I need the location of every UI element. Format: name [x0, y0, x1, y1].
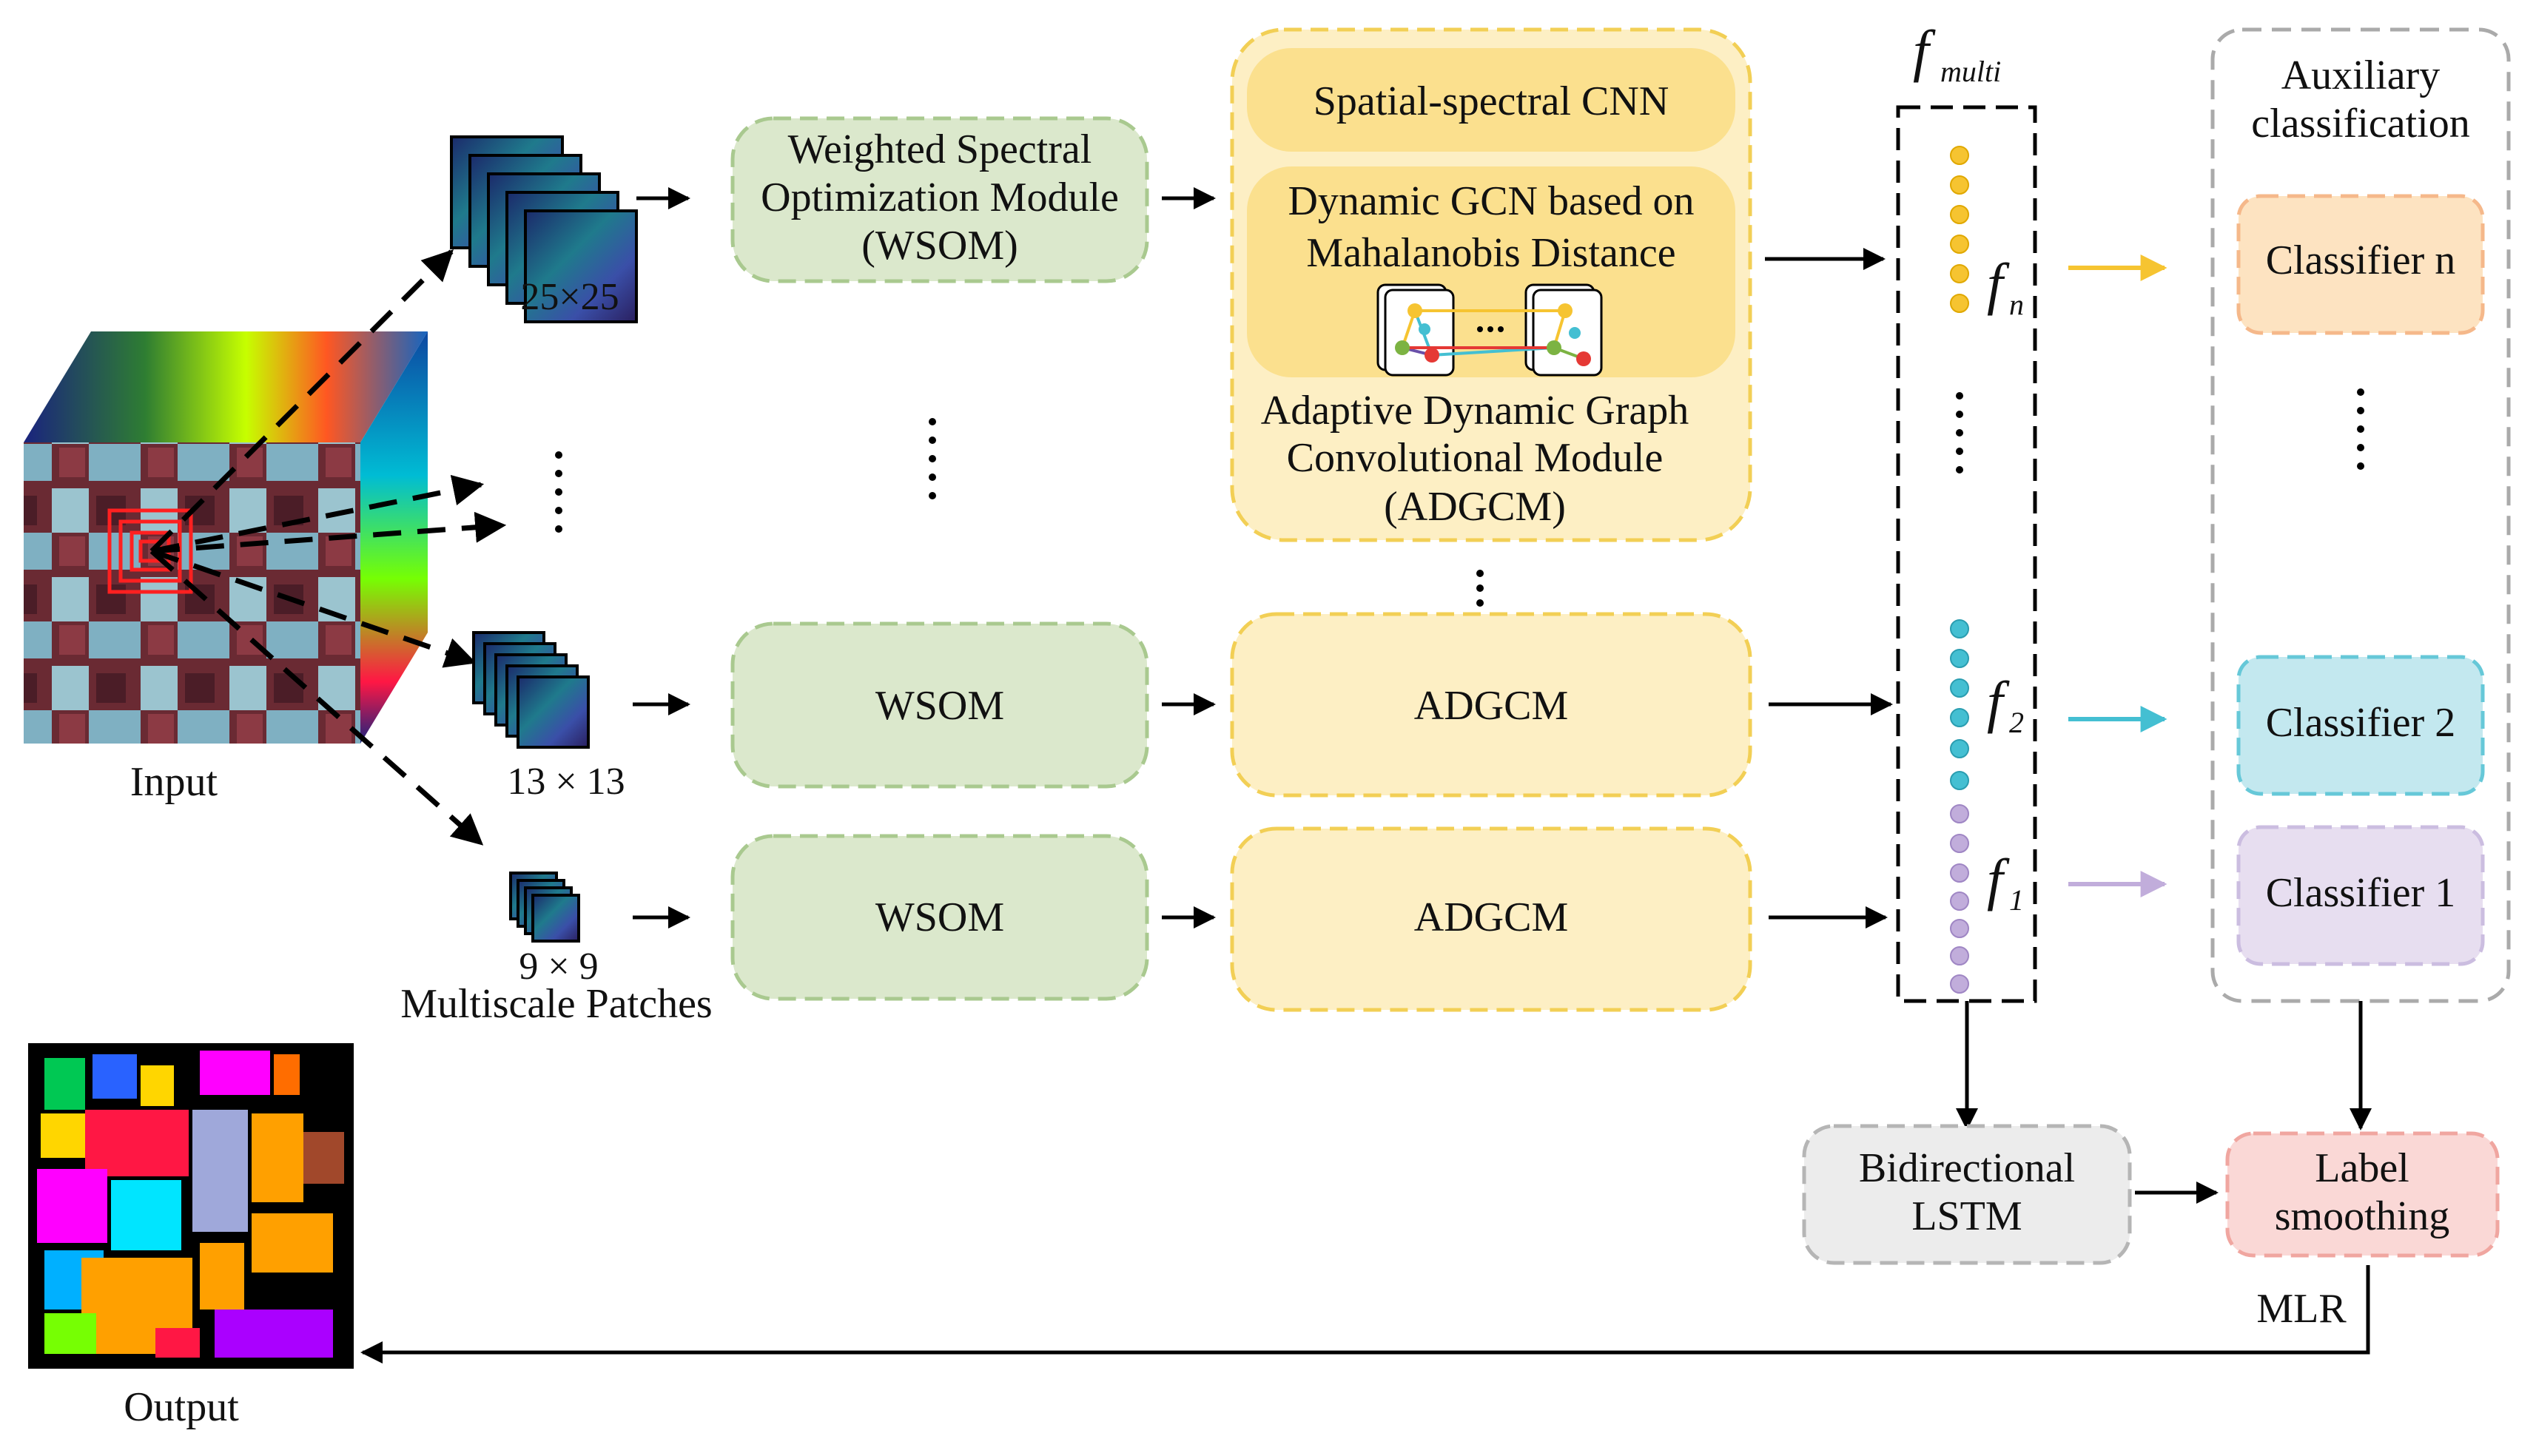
adgcm-box-mid [1230, 612, 1752, 798]
adgcm-line-2: Convolutional Module [1287, 435, 1664, 481]
wsom-full-box [730, 116, 1149, 283]
input-label: Input [130, 759, 218, 805]
wsom-box-small [730, 834, 1149, 1001]
patch-size-small-label: 9 × 9 [519, 946, 598, 988]
fn-sub: n [2009, 288, 2024, 321]
classifier-2-label: Classifier 2 [2266, 700, 2456, 746]
adgcm-mid-label: ADGCM [1414, 683, 1568, 729]
adgcm-line-3: (ADGCM) [1384, 484, 1566, 530]
wsom-line-1: Weighted Spectral [788, 127, 1092, 172]
spatial-spectral-cnn-box [1247, 48, 1735, 152]
patch-stack-13 [472, 631, 590, 749]
smoothing-line-1: Label [2315, 1145, 2409, 1191]
fn-feature-dots [1950, 146, 1969, 313]
patches-ellipsis-icon [555, 451, 562, 533]
adgcm-box-small [1230, 826, 1752, 1012]
auxiliary-title-2: classification [2251, 101, 2469, 146]
adgcm-small-label: ADGCM [1414, 894, 1568, 940]
classifier-1-box [2236, 825, 2485, 966]
patch-stack-25 [450, 135, 638, 323]
patch-size-large-label: 25×25 [520, 276, 619, 318]
classifier-n-label: Classifier n [2266, 237, 2456, 283]
classifier-2-box [2236, 655, 2485, 796]
dynamic-gcn-box [1247, 166, 1735, 377]
f2-label: f [1987, 670, 2010, 734]
mlr-label: MLR [2256, 1286, 2347, 1332]
features-ellipsis-icon [1956, 392, 1963, 473]
classifier-ellipsis-icon [2357, 388, 2364, 470]
output-label: Output [124, 1384, 239, 1430]
classification-map-icon [28, 1043, 354, 1369]
multiscale-patches-label: Multiscale Patches [400, 981, 712, 1027]
wsom-box-mid [730, 621, 1149, 789]
lstm-line-1: Bidirectional [1859, 1145, 2075, 1191]
classifier-n-box [2236, 194, 2485, 335]
wsom-ellipsis-icon [929, 418, 936, 499]
f2-sub: 2 [2009, 706, 2024, 739]
auxiliary-classification-box [2210, 27, 2511, 1003]
lstm-line-2: LSTM [1911, 1193, 2022, 1239]
wsom-small-label: WSOM [875, 894, 1004, 940]
patch-size-mid-label: 13 × 13 [507, 761, 625, 803]
wsom-line-3: (WSOM) [861, 223, 1018, 269]
mlr-output-arrow [360, 1265, 2370, 1364]
cnn-label: Spatial-spectral CNN [1314, 78, 1669, 124]
classifier-1-label: Classifier 1 [2266, 870, 2456, 916]
f-multi-sub: multi [1940, 55, 2001, 88]
f1-sub: 1 [2009, 883, 2024, 917]
patch-stack-9 [509, 872, 580, 943]
f-multi-label: f [1913, 18, 1936, 83]
bidirectional-lstm-box [1802, 1124, 2132, 1265]
f1-feature-dots [1950, 804, 1969, 994]
wsom-line-2: Optimization Module [761, 175, 1119, 220]
f2-feature-dots [1950, 619, 1969, 790]
gcn-line-1: Dynamic GCN based on [1288, 178, 1694, 224]
gcn-line-2: Mahalanobis Distance [1306, 230, 1675, 276]
smoothing-line-2: smoothing [2275, 1193, 2449, 1239]
label-smoothing-box [2225, 1131, 2500, 1258]
graph-network-icon [1376, 283, 1603, 377]
f1-label: f [1987, 847, 2010, 911]
wsom-mid-label: WSOM [875, 683, 1004, 729]
hyperspectral-cube-icon [24, 331, 428, 744]
auxiliary-title-1: Auxiliary [2281, 53, 2441, 98]
patch-extraction-arrows [149, 249, 507, 846]
f-multi-box [1896, 105, 2037, 1003]
adgcm-ellipsis-icon [1476, 570, 1484, 607]
adgcm-line-1: Adaptive Dynamic Graph [1261, 388, 1689, 434]
fn-label: f [1987, 252, 2010, 316]
